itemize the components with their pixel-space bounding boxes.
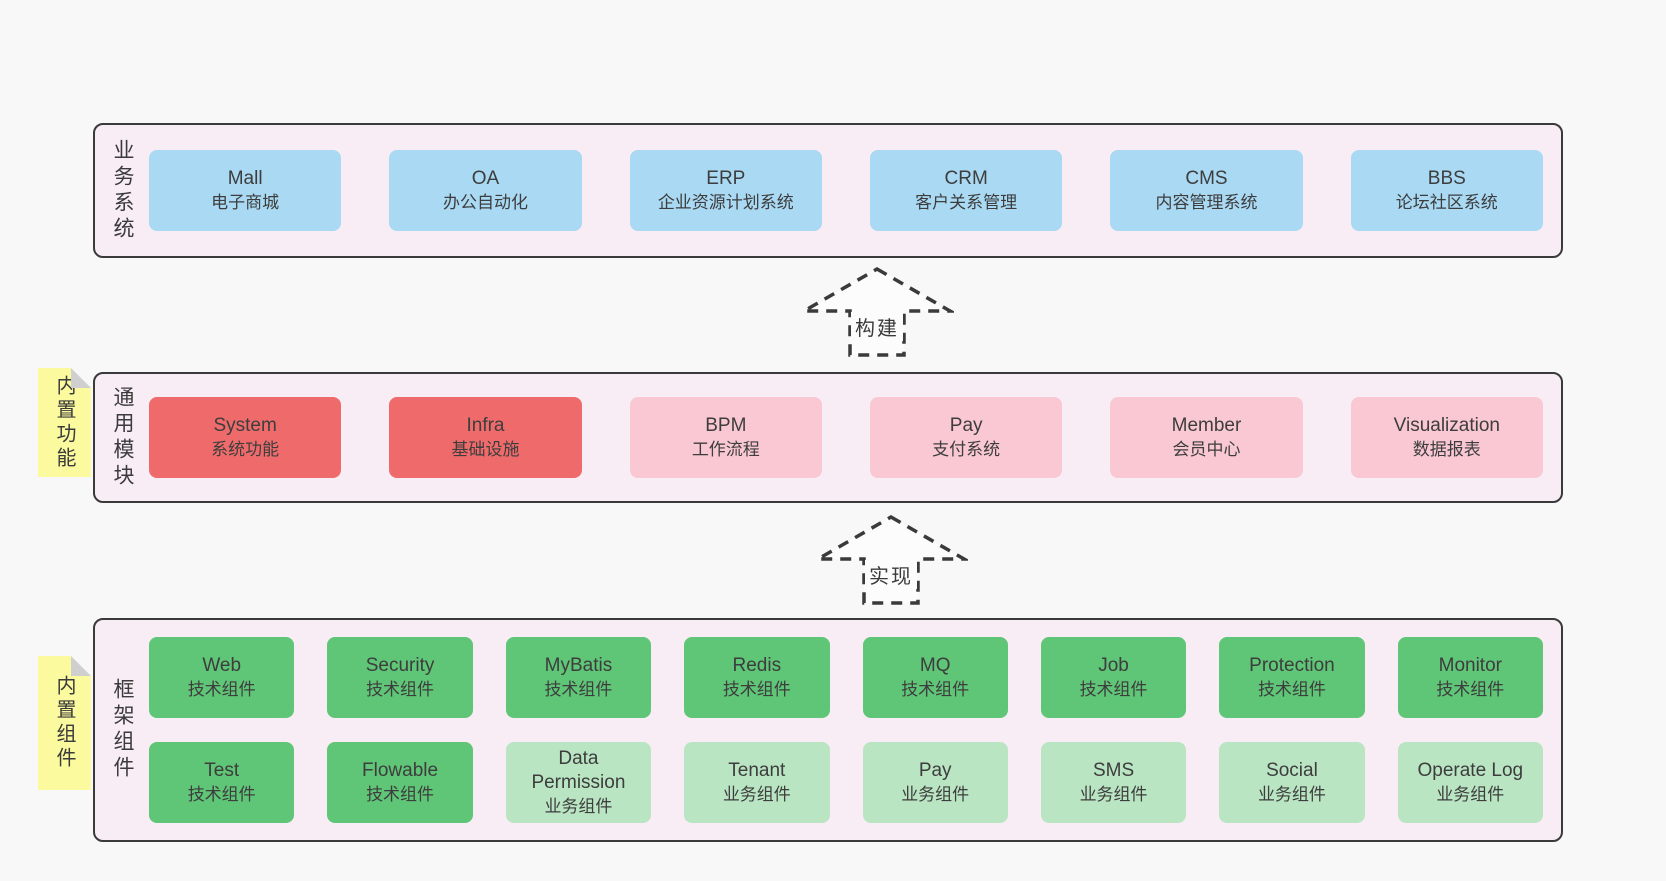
box-subtitle: 客户关系管理: [915, 192, 1018, 212]
box-subtitle: 会员中心: [1172, 439, 1241, 459]
box-redis: Redis 技术组件: [684, 637, 830, 718]
box-subtitle: 业务组件: [1257, 784, 1326, 804]
box-title: Mall: [227, 168, 263, 190]
box-monitor: Monitor 技术组件: [1397, 637, 1543, 718]
box-social: Social 业务组件: [1219, 742, 1365, 823]
layer-label-business: 业务系统: [111, 138, 134, 243]
box-mall: Mall 电子商城: [149, 150, 342, 231]
box-subtitle: 办公自动化: [442, 192, 528, 212]
box-protection: Protection 技术组件: [1219, 637, 1365, 718]
box-subtitle: 技术组件: [187, 679, 256, 699]
arrow-implement-label: 实现: [865, 560, 917, 589]
box-title: CMS: [1185, 168, 1228, 190]
box-subtitle: 技术组件: [1079, 679, 1148, 699]
box-operate-log: Operate Log 业务组件: [1397, 742, 1543, 823]
box-subtitle: 系统功能: [211, 439, 280, 459]
box-subtitle: 技术组件: [901, 679, 970, 699]
layer-business-systems: 业务系统 Mall 电子商城 OA 办公自动化 ERP 企业资源计划系统 CRM…: [93, 123, 1563, 258]
box-pay-biz: Pay 业务组件: [862, 742, 1008, 823]
box-subtitle: 数据报表: [1412, 439, 1481, 459]
box-title: MQ: [919, 655, 951, 677]
box-bpm: BPM 工作流程: [629, 397, 822, 478]
box-subtitle: 企业资源计划系统: [657, 192, 794, 212]
box-data-permission: Data Permission 业务组件: [505, 742, 652, 823]
layer-common-modules: 通用模块 System 系统功能 Infra 基础设施 BPM 工作流程 Pay…: [93, 372, 1563, 503]
box-subtitle: 技术组件: [187, 784, 256, 804]
box-subtitle: 内容管理系统: [1155, 192, 1258, 212]
box-subtitle: 业务组件: [544, 797, 613, 817]
box-title: Monitor: [1438, 655, 1502, 677]
box-member: Member 会员中心: [1110, 397, 1303, 478]
box-subtitle: 基础设施: [451, 439, 520, 459]
box-subtitle: 技术组件: [366, 679, 435, 699]
box-title: OA: [471, 168, 500, 190]
box-title: Web: [202, 655, 242, 677]
box-subtitle: 业务组件: [1079, 784, 1148, 804]
module-boxes: System 系统功能 Infra 基础设施 BPM 工作流程 Pay 支付系统…: [149, 397, 1561, 478]
box-subtitle: 技术组件: [722, 679, 791, 699]
box-mybatis: MyBatis 技术组件: [505, 637, 652, 718]
box-title: BBS: [1427, 168, 1466, 190]
box-web: Web 技术组件: [149, 637, 295, 718]
box-cms: CMS 内容管理系统: [1110, 150, 1303, 231]
box-subtitle: 技术组件: [544, 679, 613, 699]
box-title: Job: [1098, 655, 1129, 677]
box-crm: CRM 客户关系管理: [869, 150, 1063, 231]
box-title: Pay: [918, 760, 952, 782]
box-subtitle: 业务组件: [722, 784, 791, 804]
box-title: ERP: [706, 168, 746, 190]
box-subtitle: 电子商城: [211, 192, 280, 212]
box-subtitle: 工作流程: [691, 439, 760, 459]
box-bbs: BBS 论坛社区系统: [1350, 150, 1543, 231]
box-flowable: Flowable 技术组件: [327, 742, 473, 823]
box-erp: ERP 企业资源计划系统: [629, 150, 822, 231]
business-boxes: Mall 电子商城 OA 办公自动化 ERP 企业资源计划系统 CRM 客户关系…: [149, 150, 1561, 231]
box-subtitle: 技术组件: [1436, 679, 1505, 699]
sticky-note-built-in-features: 内置功能: [38, 368, 91, 477]
box-title: BPM: [705, 415, 747, 437]
arrow-implement: 实现: [814, 514, 968, 606]
box-test: Test 技术组件: [149, 742, 295, 823]
box-title: Infra: [466, 415, 505, 437]
box-system: System 系统功能: [149, 397, 342, 478]
box-infra: Infra 基础设施: [389, 397, 582, 478]
box-visualization: Visualization 数据报表: [1350, 397, 1543, 478]
component-boxes: Web 技术组件 Security 技术组件 MyBatis 技术组件 Redi…: [149, 637, 1561, 823]
box-title: Test: [204, 760, 240, 782]
box-pay-system: Pay 支付系统: [869, 397, 1063, 478]
box-subtitle: 业务组件: [901, 784, 970, 804]
box-title: Tenant: [728, 760, 786, 782]
layer-label-components: 框架组件: [111, 678, 134, 782]
arrow-build: 构建: [800, 266, 954, 358]
box-job: Job 技术组件: [1040, 637, 1187, 718]
box-oa: OA 办公自动化: [389, 150, 582, 231]
box-subtitle: 技术组件: [1257, 679, 1326, 699]
box-title: CRM: [944, 168, 988, 190]
box-title: Data Permission: [531, 747, 626, 794]
arrow-build-label: 构建: [851, 312, 903, 341]
box-subtitle: 技术组件: [366, 784, 435, 804]
box-tenant: Tenant 业务组件: [684, 742, 830, 823]
sticky-note-built-in-components: 内置组件: [38, 656, 91, 790]
box-title: Flowable: [362, 760, 439, 782]
box-title: MyBatis: [544, 655, 613, 677]
box-title: Social: [1266, 760, 1318, 782]
box-title: System: [213, 415, 277, 437]
box-title: Member: [1171, 415, 1242, 437]
box-security: Security 技术组件: [327, 637, 473, 718]
box-subtitle: 论坛社区系统: [1395, 192, 1498, 212]
box-title: Security: [365, 655, 435, 677]
box-mq: MQ 技术组件: [862, 637, 1008, 718]
box-subtitle: 业务组件: [1436, 784, 1505, 804]
box-title: SMS: [1092, 760, 1135, 782]
box-sms: SMS 业务组件: [1040, 742, 1187, 823]
box-subtitle: 支付系统: [932, 439, 1001, 459]
box-title: Redis: [732, 655, 782, 677]
box-title: Protection: [1249, 655, 1335, 677]
box-title: Operate Log: [1417, 760, 1524, 782]
layer-label-modules: 通用模块: [111, 385, 134, 490]
box-title: Pay: [949, 415, 983, 437]
box-title: Visualization: [1393, 415, 1500, 437]
layer-framework-components: 框架组件 Web 技术组件 Security 技术组件 MyBatis 技术组件…: [93, 618, 1563, 842]
